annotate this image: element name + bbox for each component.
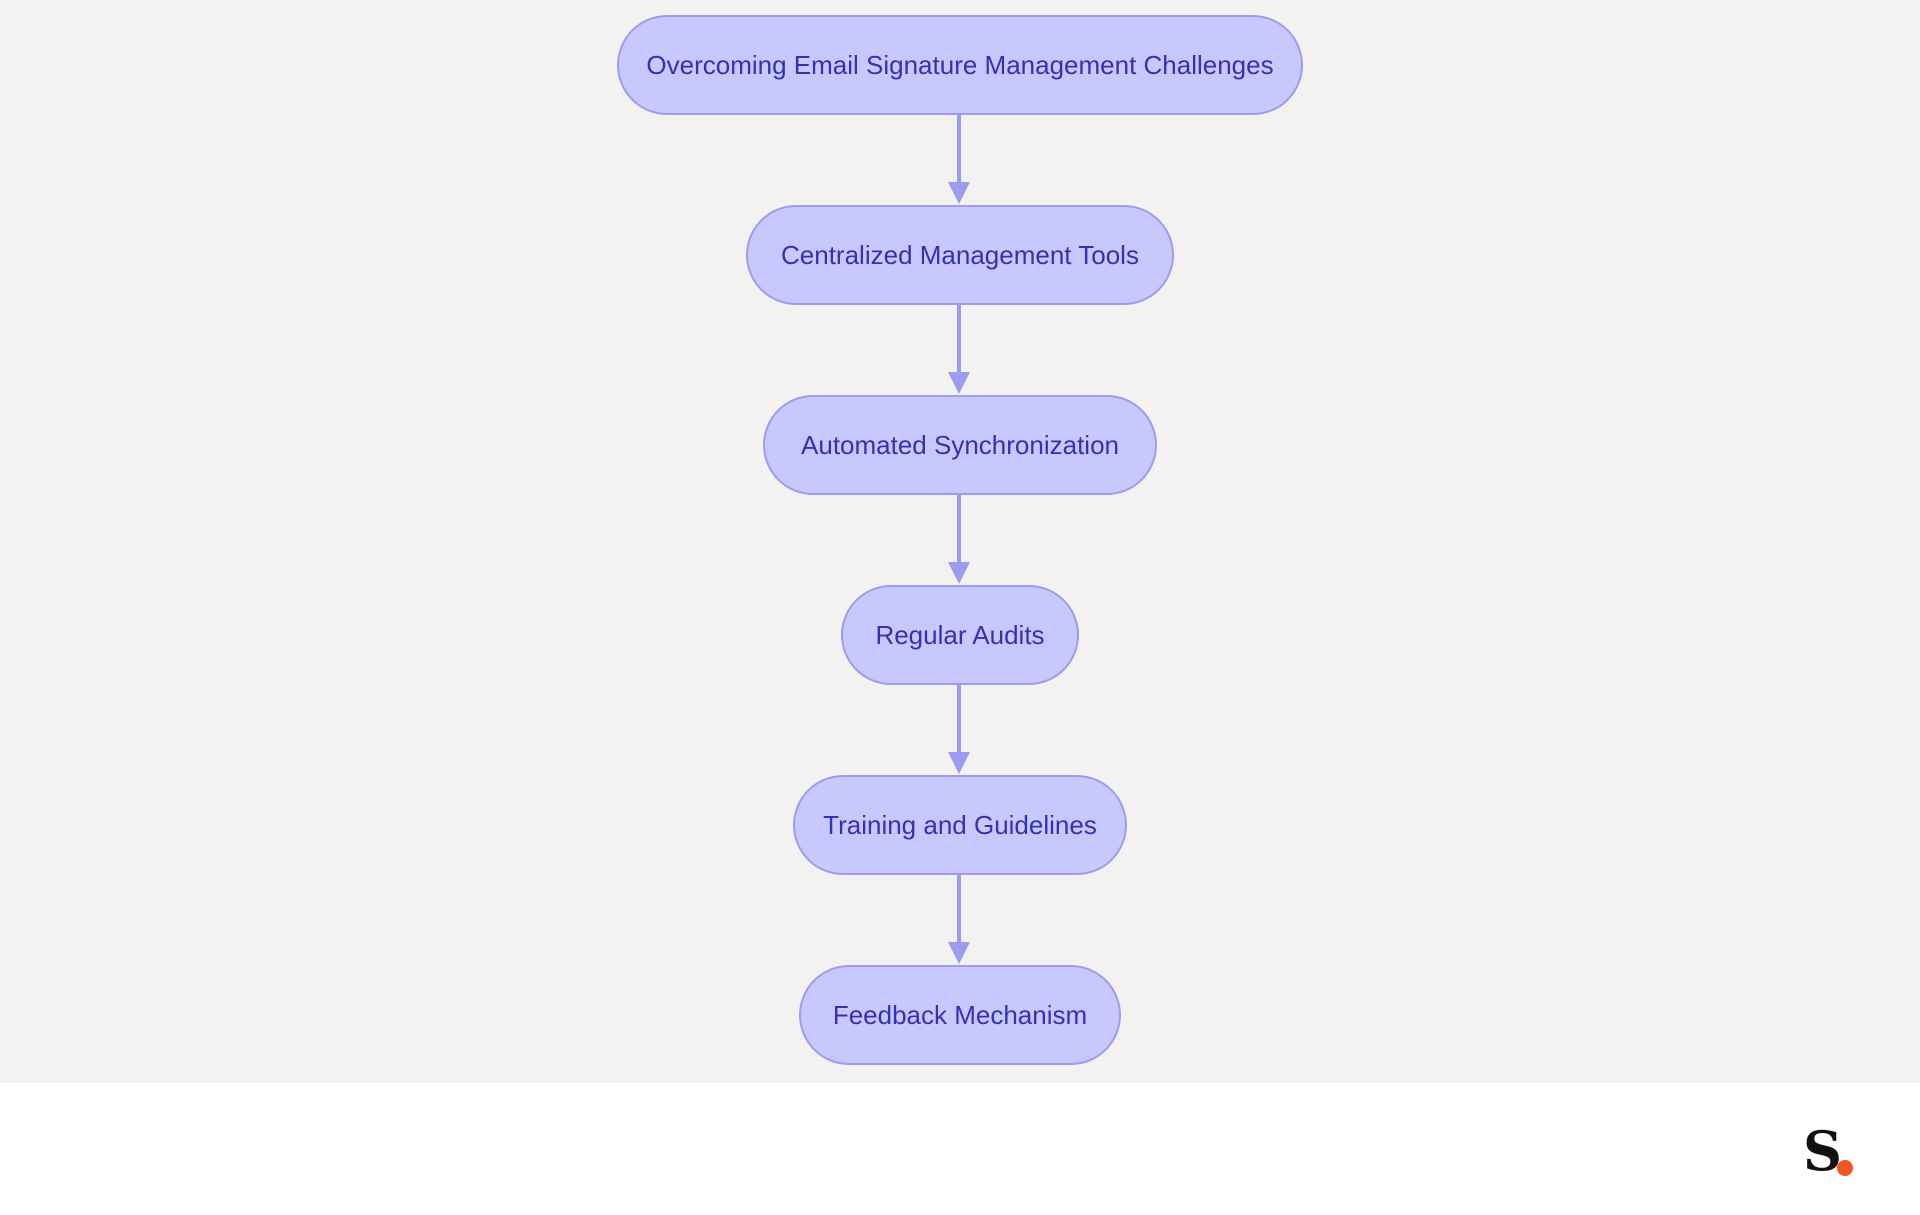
edge-n2-n3 xyxy=(957,305,961,377)
footer xyxy=(0,1083,1920,1215)
node-training-and-guidelines[interactable]: Training and Guidelines xyxy=(793,775,1127,875)
node-centralized-management-tools[interactable]: Centralized Management Tools xyxy=(746,205,1174,305)
edge-n5-n6 xyxy=(957,875,961,947)
edge-n1-n2-arrowhead xyxy=(948,182,970,204)
edge-n1-n2 xyxy=(957,115,961,187)
edge-n3-n4 xyxy=(957,495,961,567)
node-regular-audits[interactable]: Regular Audits xyxy=(841,585,1079,685)
node-overcoming-email-signature-management-challenges[interactable]: Overcoming Email Signature Management Ch… xyxy=(617,15,1303,115)
flowchart: Overcoming Email Signature Management Ch… xyxy=(617,15,1303,1065)
brand-s-logo-icon: S xyxy=(1803,1124,1863,1180)
diagram-canvas: Overcoming Email Signature Management Ch… xyxy=(0,0,1920,1083)
edge-n3-n4-arrowhead xyxy=(948,562,970,584)
edge-n5-n6-arrowhead xyxy=(948,942,970,964)
edge-n4-n5-arrowhead xyxy=(948,752,970,774)
edge-n2-n3-arrowhead xyxy=(948,372,970,394)
brand-logo-dot xyxy=(1837,1160,1853,1176)
brand-logo-letter: S xyxy=(1803,1119,1842,1183)
edge-n4-n5 xyxy=(957,685,961,757)
node-feedback-mechanism[interactable]: Feedback Mechanism xyxy=(799,965,1121,1065)
node-automated-synchronization[interactable]: Automated Synchronization xyxy=(763,395,1157,495)
